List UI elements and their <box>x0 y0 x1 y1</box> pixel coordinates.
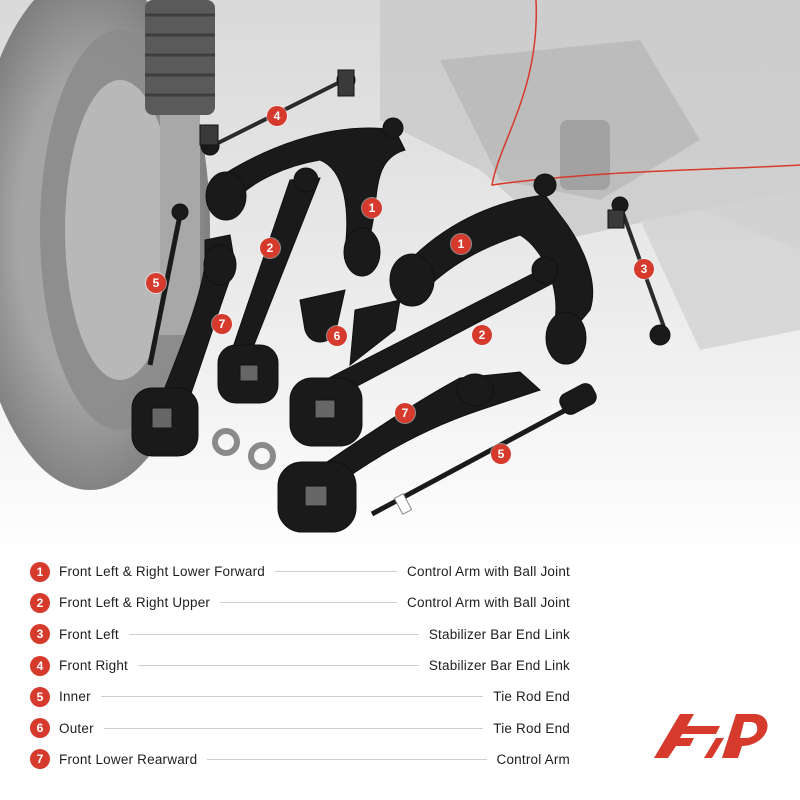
brand-logo-icon <box>650 708 772 762</box>
leader-line <box>103 727 484 729</box>
parts-legend: 1 Front Left & Right Lower Forward Contr… <box>30 556 570 775</box>
leader-line <box>128 633 419 635</box>
callout-7: 7 <box>212 314 232 334</box>
leader-line <box>100 696 484 698</box>
suspension-photo <box>0 0 800 560</box>
legend-part: Control Arm <box>496 751 570 767</box>
leader-line <box>220 602 398 604</box>
legend-position: Front Left <box>59 626 119 642</box>
legend-position: Front Left & Right Upper <box>59 595 211 611</box>
legend-position: Front Lower Rearward <box>59 751 198 767</box>
callout-6: 6 <box>327 326 347 346</box>
leader-line <box>207 758 487 760</box>
callout-2b: 2 <box>472 325 492 345</box>
legend-row-5: 5 Inner Tie Rod End <box>30 681 570 712</box>
callout-4: 4 <box>267 106 287 126</box>
callout-7b: 7 <box>395 403 415 423</box>
legend-part: Stabilizer Bar End Link <box>428 626 570 642</box>
legend-row-2: 2 Front Left & Right Upper Control Arm w… <box>30 587 570 618</box>
legend-position: Front Right <box>59 658 128 674</box>
leader-line <box>274 571 398 573</box>
callout-5: 5 <box>146 273 166 293</box>
legend-position: Front Left & Right Lower Forward <box>59 564 265 580</box>
legend-number: 4 <box>30 655 50 676</box>
legend-part: Tie Rod End <box>493 720 570 736</box>
legend-position: Inner <box>59 689 91 705</box>
legend-number: 5 <box>30 686 50 707</box>
legend-row-1: 1 Front Left & Right Lower Forward Contr… <box>30 556 570 587</box>
legend-number: 6 <box>30 718 50 739</box>
legend-row-7: 7 Front Lower Rearward Control Arm <box>30 744 570 775</box>
legend-row-3: 3 Front Left Stabilizer Bar End Link <box>30 619 570 650</box>
callout-3: 3 <box>634 259 654 279</box>
legend-part: Control Arm with Ball Joint <box>407 564 570 580</box>
legend-row-4: 4 Front Right Stabilizer Bar End Link <box>30 650 570 681</box>
legend-number: 1 <box>30 561 50 582</box>
callout-2: 2 <box>260 238 280 258</box>
legend-row-6: 6 Outer Tie Rod End <box>30 712 570 743</box>
callout-5b: 5 <box>491 444 511 464</box>
callout-1b: 1 <box>451 234 471 254</box>
legend-part: Stabilizer Bar End Link <box>428 658 570 674</box>
callout-1: 1 <box>362 198 382 218</box>
legend-part: Control Arm with Ball Joint <box>407 595 570 611</box>
legend-number: 7 <box>30 749 50 770</box>
leader-line <box>137 665 419 667</box>
legend-number: 2 <box>30 592 50 613</box>
legend-position: Outer <box>59 720 94 736</box>
legend-part: Tie Rod End <box>493 689 570 705</box>
legend-number: 3 <box>30 624 50 645</box>
